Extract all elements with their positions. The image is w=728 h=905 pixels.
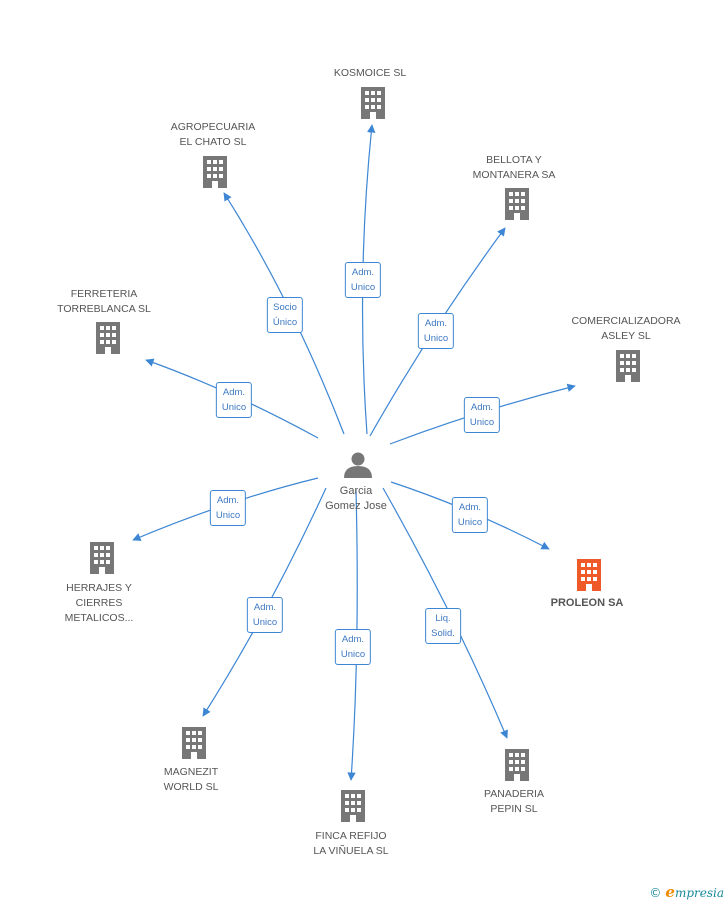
role-line: Adm. (216, 495, 240, 506)
building-icon[interactable] (505, 188, 529, 220)
person-name-line: Garcia (339, 485, 373, 497)
company-name-line: WORLD SL (163, 781, 219, 793)
role-line: Unico (215, 510, 241, 521)
role-line: Liq. (435, 613, 451, 624)
role-tag-herrajes: Adm. Unico (209, 490, 247, 526)
building-icon[interactable] (616, 350, 640, 382)
role-line: Unico (221, 402, 247, 413)
person-icon[interactable] (344, 452, 372, 479)
building-icon[interactable] (577, 559, 601, 591)
brand-watermark: ©empresia (649, 883, 724, 901)
company-label-magnezit[interactable]: MAGNEZIT WORLD SL (164, 765, 219, 795)
company-name-line: KOSMOICE SL (333, 67, 407, 79)
role-tag-proleon: Adm. Unico (451, 497, 489, 533)
company-name-line: MONTANERA SA (472, 169, 556, 181)
building-icon[interactable] (341, 790, 365, 822)
role-line: Unico (423, 333, 449, 344)
company-name-line: METALICOS... (64, 612, 134, 624)
role-tag-kosmoice: Adm. Unico (344, 262, 382, 298)
role-line: Adm. (222, 387, 246, 398)
company-name-line: FERRETERIA (70, 288, 138, 300)
company-label-agropecuaria[interactable]: AGROPECUARIA EL CHATO SL (171, 120, 256, 150)
role-line: Adm. (424, 318, 448, 329)
role-tag-bellota: Adm. Unico (417, 313, 455, 349)
company-label-bellota[interactable]: BELLOTA Y MONTANERA SA (473, 153, 556, 183)
company-name-line: ASLEY SL (601, 330, 651, 342)
person-name-line: Gomez Jose (325, 500, 387, 512)
icons (90, 87, 640, 822)
role-line: Unico (252, 617, 278, 628)
building-icon[interactable] (182, 727, 206, 759)
role-line: Unico (457, 517, 483, 528)
company-name-line: AGROPECUARIA (170, 121, 256, 133)
company-label-herrajes[interactable]: HERRAJES Y CIERRES METALICOS... (65, 581, 134, 626)
edges (132, 124, 576, 781)
role-line: Adm. (470, 402, 494, 413)
company-name-line: COMERCIALIZADORA (571, 315, 681, 327)
role-line: Adm. (351, 267, 375, 278)
company-label-finca[interactable]: FINCA REFIJO LA VIÑUELA SL (313, 829, 388, 859)
company-label-panaderia[interactable]: PANADERIA PEPIN SL (484, 787, 544, 817)
role-line: Unico (350, 282, 376, 293)
role-line: Adm. (458, 502, 482, 513)
company-label-proleon[interactable]: PROLEON SA (551, 596, 624, 611)
company-label-ferreteria[interactable]: FERRETERIA TORREBLANCA SL (57, 287, 151, 317)
company-name-line: LA VIÑUELA SL (313, 845, 389, 857)
company-label-comercializadora[interactable]: COMERCIALIZADORA ASLEY SL (571, 314, 680, 344)
building-icon[interactable] (505, 749, 529, 781)
company-name-line: TORREBLANCA SL (57, 303, 151, 315)
role-tag-panaderia: Liq. Solid. (425, 608, 461, 644)
role-tag-magnezit: Adm. Unico (246, 597, 284, 633)
role-line: Socio (273, 302, 297, 313)
company-name-line: MAGNEZIT (163, 766, 219, 778)
role-line: Adm. (341, 634, 365, 645)
company-name-line: PEPIN SL (490, 803, 538, 815)
role-line: Adm. (253, 602, 277, 613)
company-name-line: BELLOTA Y (486, 154, 542, 166)
role-line: Solid. (431, 628, 455, 639)
building-icon[interactable] (96, 322, 120, 354)
building-icon[interactable] (90, 542, 114, 574)
company-name-line: EL CHATO SL (179, 136, 247, 148)
building-icon[interactable] (203, 156, 227, 188)
building-icon[interactable] (361, 87, 385, 119)
role-tag-comercializadora: Adm. Unico (463, 397, 501, 433)
company-name-line: FINCA REFIJO (315, 830, 387, 842)
company-name-line: HERRAJES Y (66, 582, 132, 594)
company-name-line: CIERRES (75, 597, 123, 609)
role-tag-finca: Adm. Unico (334, 629, 372, 665)
role-line: Unico (469, 417, 495, 428)
company-name-line: PROLEON SA (550, 597, 624, 609)
company-name-line: PANADERIA (484, 788, 544, 800)
role-line: Único (272, 317, 298, 328)
role-line: Unico (340, 649, 366, 660)
company-label-kosmoice[interactable]: KOSMOICE SL (334, 66, 406, 81)
role-tag-ferreteria: Adm. Unico (215, 382, 253, 418)
